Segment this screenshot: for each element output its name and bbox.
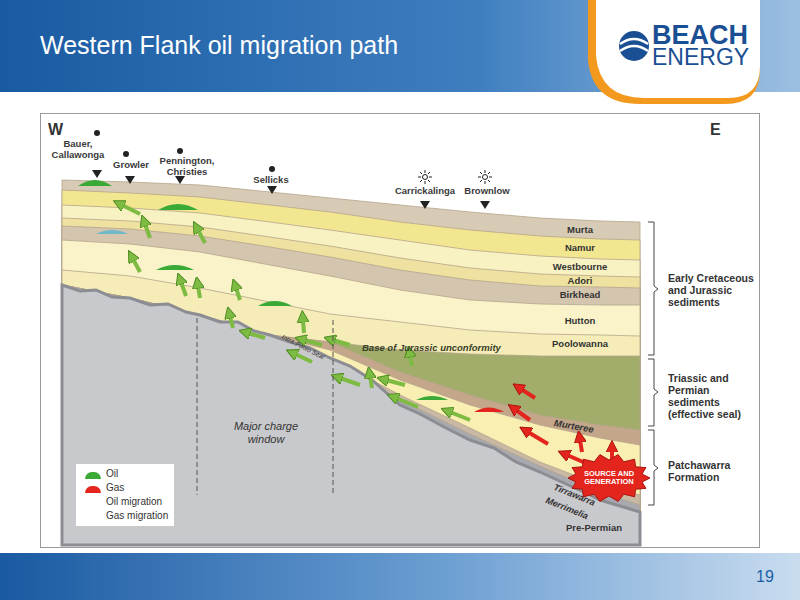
logo-icon	[619, 31, 649, 61]
legend-text: Gas migration	[106, 509, 168, 523]
page-number: 19	[756, 568, 786, 586]
strata	[62, 180, 640, 545]
gas-well-symbols	[418, 170, 492, 184]
formation-name: Murteree	[553, 418, 624, 441]
legend-row: Gas	[76, 481, 174, 495]
well-name: Growler	[100, 160, 162, 171]
oil-gas-pools	[78, 180, 504, 412]
formation-name: Namur	[538, 243, 622, 254]
source-starburst: SOURCE AND GENERATION	[568, 454, 650, 502]
well-name: Carrickalinga	[375, 186, 475, 197]
formation-name: Birkhead	[538, 290, 622, 301]
logo-text: ENERGY	[652, 44, 762, 70]
legend-text: Oil	[106, 467, 118, 481]
legend-text: Oil migration	[106, 495, 162, 509]
legend-row: Gas migration	[76, 509, 174, 523]
legend-row: Oil migration	[76, 495, 174, 509]
slide-title: Western Flank oil migration path	[40, 31, 398, 60]
formation-name: Westbourne	[538, 262, 622, 273]
formation-name: Hutton	[538, 316, 622, 327]
legend-row: Oil	[76, 467, 174, 481]
formation-name: Adori	[538, 276, 622, 287]
interval-label: Patchawarra Formation	[668, 459, 764, 483]
formation-name: Pre-Permian	[566, 523, 646, 534]
formation-name: Murta	[538, 225, 622, 236]
unconformity-label: Base of Jurassic unconformity	[362, 343, 532, 354]
legend-swatch	[85, 486, 101, 493]
well-name: Sellicks	[240, 175, 302, 186]
footer-band	[0, 553, 800, 600]
diagram-frame	[41, 114, 760, 548]
legend-text: Gas	[106, 481, 124, 495]
oil-migration-arrows	[122, 205, 470, 420]
compass-label: W	[48, 121, 68, 139]
node-text: SOURCE AND GENERATION	[568, 454, 650, 502]
charge-window-lines	[197, 318, 333, 495]
well-name: Brownlow	[447, 186, 527, 197]
interval-brackets	[648, 222, 658, 505]
legend-swatch	[85, 472, 101, 479]
charge-window-label: Major charge window	[220, 420, 312, 445]
legend-box: OilGasOil migrationGas migration	[75, 463, 175, 527]
interval-label: Early Cretaceous and Jurassic sediments	[668, 272, 768, 308]
compass-label: E	[710, 121, 730, 139]
formation-name: Poolowanna	[538, 339, 622, 350]
seal-label: Intra-Poolo Seal	[281, 333, 347, 371]
interval-label: Triassic and Permian sediments (effectiv…	[668, 372, 764, 420]
well-name: Bauer, Callawonga	[40, 139, 116, 161]
well-name: Pennington, Christies	[145, 156, 229, 178]
well-symbols	[92, 130, 490, 209]
